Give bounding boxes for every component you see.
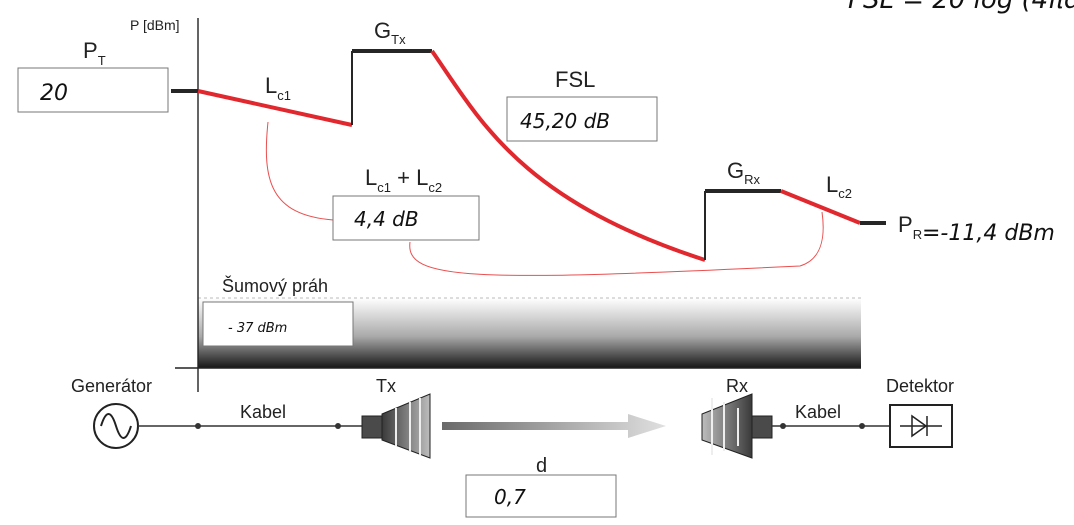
lc2-label: Lc2 [826, 172, 852, 201]
loss-sum-label: Lc1 + Lc2 [365, 165, 442, 195]
lc1-label: Lc1 [265, 73, 291, 103]
cable-right-node-b [859, 423, 865, 429]
cable-left-node-b [335, 423, 341, 429]
generator-label: Generátor [71, 376, 152, 396]
fsl-value-handwriting: 45,20 dB [520, 109, 610, 133]
noise-value-box[interactable] [202, 301, 354, 347]
lc1-loss-segment [197, 89, 353, 127]
noise-value-handwriting: - 37 dBm [228, 321, 287, 336]
pt-label: PT [83, 38, 106, 68]
fsl-value-box[interactable] [506, 96, 658, 142]
top-formula-handwriting: FSL = 20 log (4πd / λ) [848, 0, 1074, 15]
gtx-label: GTx [374, 18, 406, 47]
lc2-link-curve [409, 211, 824, 276]
pt-value-box[interactable] [17, 67, 169, 113]
fsl-label: FSL [555, 67, 595, 92]
distance-value-handwriting: 0,7 [494, 485, 526, 509]
tx-label: Tx [376, 376, 396, 396]
cable-left-node-a [195, 423, 201, 429]
distance-value-box[interactable] [465, 474, 617, 518]
loss-sum-value-handwriting: 4,4 dB [354, 207, 419, 231]
fsl-loss-curve [430, 49, 706, 262]
pt-value-handwriting: 20 [40, 81, 68, 106]
lc2-loss-segment [780, 189, 861, 225]
sine-wave-icon [100, 413, 132, 439]
noise-floor-label: Šumový práh [222, 275, 328, 296]
lc1-link-curve [265, 121, 334, 221]
distance-label: d [536, 455, 547, 477]
kabel-left-label: Kabel [240, 402, 286, 422]
grx-label: GRx [727, 158, 761, 187]
loss-sum-value-box[interactable] [332, 195, 480, 241]
tx-antenna-icon [361, 393, 431, 459]
y-axis-label: P [dBm] [130, 17, 180, 33]
cable-right-node-a [780, 423, 786, 429]
kabel-right-label: Kabel [795, 402, 841, 422]
detektor-label: Detektor [886, 376, 954, 396]
diode-icon [900, 414, 942, 438]
pr-value-handwriting: =-11,4 dBm [922, 221, 1055, 246]
rx-label: Rx [726, 376, 748, 396]
pr-label: PR [898, 212, 922, 242]
rx-antenna-icon [701, 393, 773, 459]
propagation-arrow [442, 414, 666, 438]
